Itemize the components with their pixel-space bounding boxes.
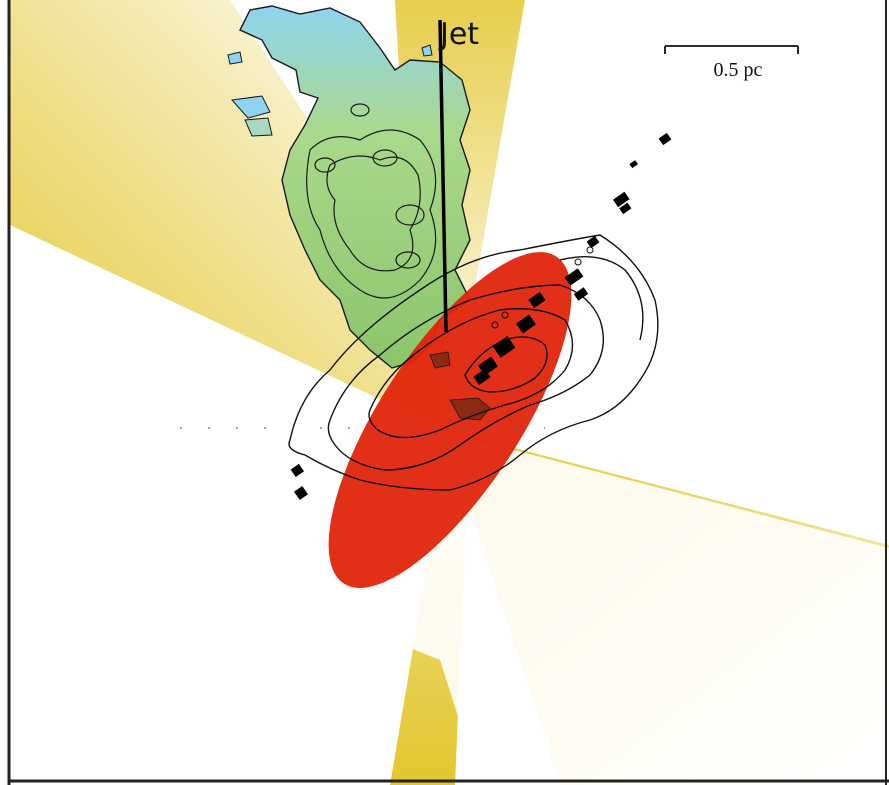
disk-contour-inner-1 bbox=[368, 308, 574, 439]
disk-dark-patches bbox=[429, 351, 491, 421]
open-spot-1 bbox=[574, 258, 582, 266]
emission-blobs bbox=[227, 44, 433, 137]
emission-contour-2 bbox=[326, 155, 421, 272]
emission-knot-4 bbox=[314, 157, 336, 173]
red-disk-ellipse bbox=[328, 252, 572, 588]
emission-blob-2 bbox=[244, 117, 273, 137]
maser-spot-1 bbox=[658, 132, 672, 146]
jet-axis-line bbox=[438, 19, 448, 333]
upper-left-cone bbox=[10, 0, 445, 430]
disk-plane-upper-mask bbox=[10, 228, 445, 432]
open-spot-2 bbox=[586, 246, 594, 254]
maser-spot-6 bbox=[573, 287, 589, 301]
disk-dark-patch-2 bbox=[449, 397, 491, 421]
maser-spot-9 bbox=[492, 336, 516, 358]
maser-spot-7 bbox=[528, 291, 546, 309]
maser-spot-12 bbox=[290, 463, 304, 477]
emission-blob-4 bbox=[421, 44, 433, 57]
maser-spot-14 bbox=[629, 160, 638, 169]
disk-contours bbox=[288, 234, 659, 491]
disk bbox=[328, 252, 572, 588]
maser-spots bbox=[290, 132, 672, 500]
maser-spot-5 bbox=[564, 268, 584, 286]
maser-spot-11 bbox=[473, 368, 491, 386]
maser-spot-13 bbox=[294, 486, 308, 500]
jet-emission bbox=[227, 5, 471, 369]
emission-blob-1 bbox=[231, 95, 271, 119]
emission-knot-1 bbox=[372, 149, 398, 167]
scale-bar: 0.5 pc bbox=[664, 45, 799, 81]
disk-contour-outer bbox=[288, 234, 659, 491]
open-spot-4 bbox=[491, 321, 499, 329]
maser-spot-4 bbox=[586, 235, 600, 249]
maser-spot-3 bbox=[619, 202, 632, 215]
emission-knot-3 bbox=[395, 251, 421, 269]
jet-label: Jet bbox=[438, 17, 479, 52]
emission-blob-3 bbox=[227, 51, 243, 65]
disk-contour-right bbox=[559, 255, 644, 341]
maser-open-spots bbox=[491, 246, 594, 329]
jet-emission-contours bbox=[306, 103, 437, 299]
emission-knot-2 bbox=[395, 204, 425, 226]
disk-plane-lower-mask bbox=[10, 430, 889, 785]
emission-contour-1 bbox=[306, 129, 437, 299]
disk-contour-middle bbox=[327, 284, 604, 471]
open-spot-3 bbox=[501, 311, 509, 319]
emission-knot-5 bbox=[350, 103, 370, 117]
figure-frame bbox=[7, 0, 889, 785]
scale-bar-label: 0.5 pc bbox=[714, 59, 763, 81]
disk-dark-patch-1 bbox=[429, 351, 451, 369]
maser-spot-2 bbox=[612, 191, 630, 208]
maser-spot-8 bbox=[516, 314, 536, 334]
